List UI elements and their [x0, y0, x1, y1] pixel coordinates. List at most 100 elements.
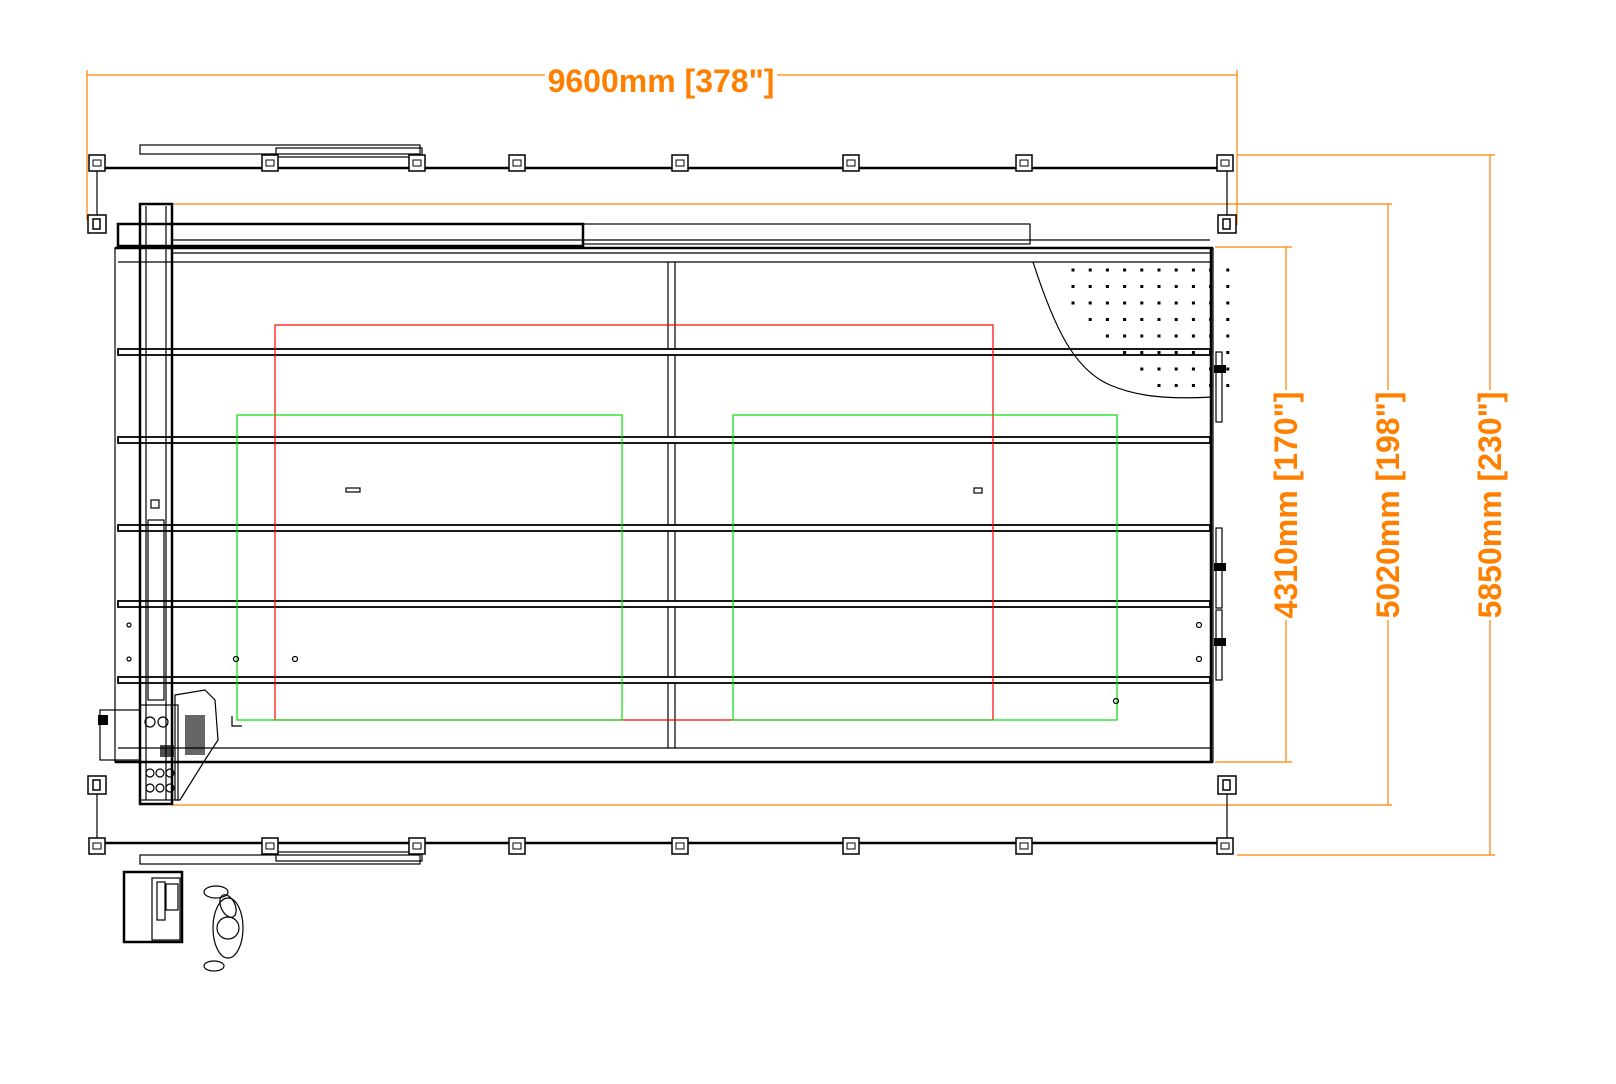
corner-post-mark — [92, 779, 101, 791]
dimension-label-overall-width: 5850mm [230"] — [1472, 392, 1508, 619]
vacuum-hole — [1209, 384, 1213, 387]
vacuum-hole — [1140, 268, 1144, 272]
vacuum-hole — [1209, 285, 1213, 288]
vacuum-hole — [1123, 268, 1127, 272]
vacuum-hole — [1174, 285, 1178, 288]
fence-post-mark — [675, 159, 685, 167]
vacuum-hole — [1071, 268, 1075, 272]
dimension-label-table-width: 4310mm [170"] — [1268, 392, 1304, 619]
fence-post — [261, 154, 279, 172]
fence-post-mark — [846, 842, 856, 850]
vacuum-hole — [1123, 285, 1127, 288]
vacuum-hole — [1140, 318, 1144, 321]
gantry-rail — [116, 222, 1210, 254]
operator-figure — [203, 885, 244, 972]
dimension-overall-length: 9600mm [378"] — [86, 60, 1238, 225]
fence-post-mark — [846, 159, 856, 167]
bottom-fence — [96, 785, 1228, 865]
vacuum-hole — [1209, 334, 1213, 338]
table-rail — [117, 348, 1211, 356]
table-rail — [117, 600, 1211, 608]
fence-post — [408, 154, 426, 172]
vacuum-hole — [1226, 367, 1230, 371]
fence-post — [261, 837, 279, 855]
fence-post-mark — [265, 159, 275, 167]
table-rail — [117, 436, 1211, 444]
vacuum-hole — [1123, 334, 1127, 338]
fence-post-mark — [412, 159, 422, 167]
side-clamps — [1214, 351, 1226, 681]
table-rail — [117, 676, 1211, 684]
vacuum-hole — [1088, 268, 1092, 272]
vacuum-hole — [1157, 318, 1161, 321]
fence-post — [842, 837, 860, 855]
vacuum-hole — [1140, 367, 1144, 371]
fence-post-mark — [675, 842, 685, 850]
vacuum-hole — [1157, 334, 1161, 338]
vacuum-hole — [1209, 318, 1213, 321]
vacuum-hole — [1157, 301, 1161, 305]
corner-post — [87, 214, 107, 234]
vacuum-hole — [1209, 268, 1213, 272]
corner-post-mark — [1222, 218, 1231, 230]
vacuum-hole — [1226, 301, 1230, 305]
perforated-zone — [1032, 261, 1230, 399]
fence-post — [1015, 837, 1033, 855]
dimension-overall-width: 5850mm [230"] — [1237, 154, 1508, 856]
vacuum-hole — [1191, 301, 1195, 305]
fence-post-mark — [1019, 842, 1029, 850]
corner-post — [1217, 775, 1237, 795]
vacuum-hole — [1123, 301, 1127, 305]
vacuum-hole — [1174, 268, 1178, 272]
dimension-label-gantry-span: 5020mm [198"] — [1370, 392, 1406, 619]
fence-post — [671, 154, 689, 172]
vacuum-hole — [1209, 301, 1213, 305]
red-work-zone — [274, 324, 994, 721]
fence-post-mark — [512, 842, 522, 850]
vacuum-hole — [1088, 285, 1092, 288]
vacuum-hole — [1105, 268, 1109, 272]
fence-post-mark — [1220, 159, 1230, 167]
vacuum-hole — [1191, 334, 1195, 338]
dimension-gantry-span: 5020mm [198"] — [172, 203, 1406, 806]
vacuum-hole — [1191, 318, 1195, 321]
vacuum-hole — [1191, 268, 1195, 272]
vacuum-hole — [1140, 301, 1144, 305]
vacuum-hole — [1174, 301, 1178, 305]
vacuum-hole — [1123, 318, 1127, 321]
dimension-label-length: 9600mm [378"] — [548, 63, 775, 99]
vacuum-hole — [1157, 268, 1161, 272]
vacuum-hole — [1105, 285, 1109, 288]
vacuum-hole — [1226, 334, 1230, 338]
vacuum-hole — [1123, 351, 1127, 354]
fence-post — [1216, 154, 1234, 172]
corner-post — [87, 775, 107, 795]
vacuum-hole — [1140, 285, 1144, 288]
vacuum-hole — [1174, 334, 1178, 338]
vacuum-hole — [1071, 301, 1075, 305]
corner-post-mark — [1222, 779, 1231, 791]
vacuum-hole — [1140, 351, 1144, 354]
vacuum-hole — [1157, 384, 1161, 387]
vacuum-hole — [1191, 285, 1195, 288]
cutting-table — [114, 246, 1214, 764]
fence-post — [408, 837, 426, 855]
vacuum-hole — [1209, 351, 1213, 354]
vacuum-hole — [1226, 285, 1230, 288]
vacuum-hole — [1140, 334, 1144, 338]
gantry-beam — [138, 202, 174, 806]
green-work-zone-left — [236, 414, 623, 721]
fence-post-mark — [265, 842, 275, 850]
vacuum-hole — [1209, 367, 1213, 371]
fence-post — [508, 837, 526, 855]
vacuum-hole — [1226, 318, 1230, 321]
vacuum-hole — [1157, 367, 1161, 371]
fence-posts — [87, 154, 1237, 855]
fence-post — [508, 154, 526, 172]
fence-post-mark — [1220, 842, 1230, 850]
fence-post — [842, 154, 860, 172]
green-work-zone-right — [732, 414, 1118, 721]
fence-post-mark — [92, 842, 102, 850]
fence-post-mark — [92, 159, 102, 167]
